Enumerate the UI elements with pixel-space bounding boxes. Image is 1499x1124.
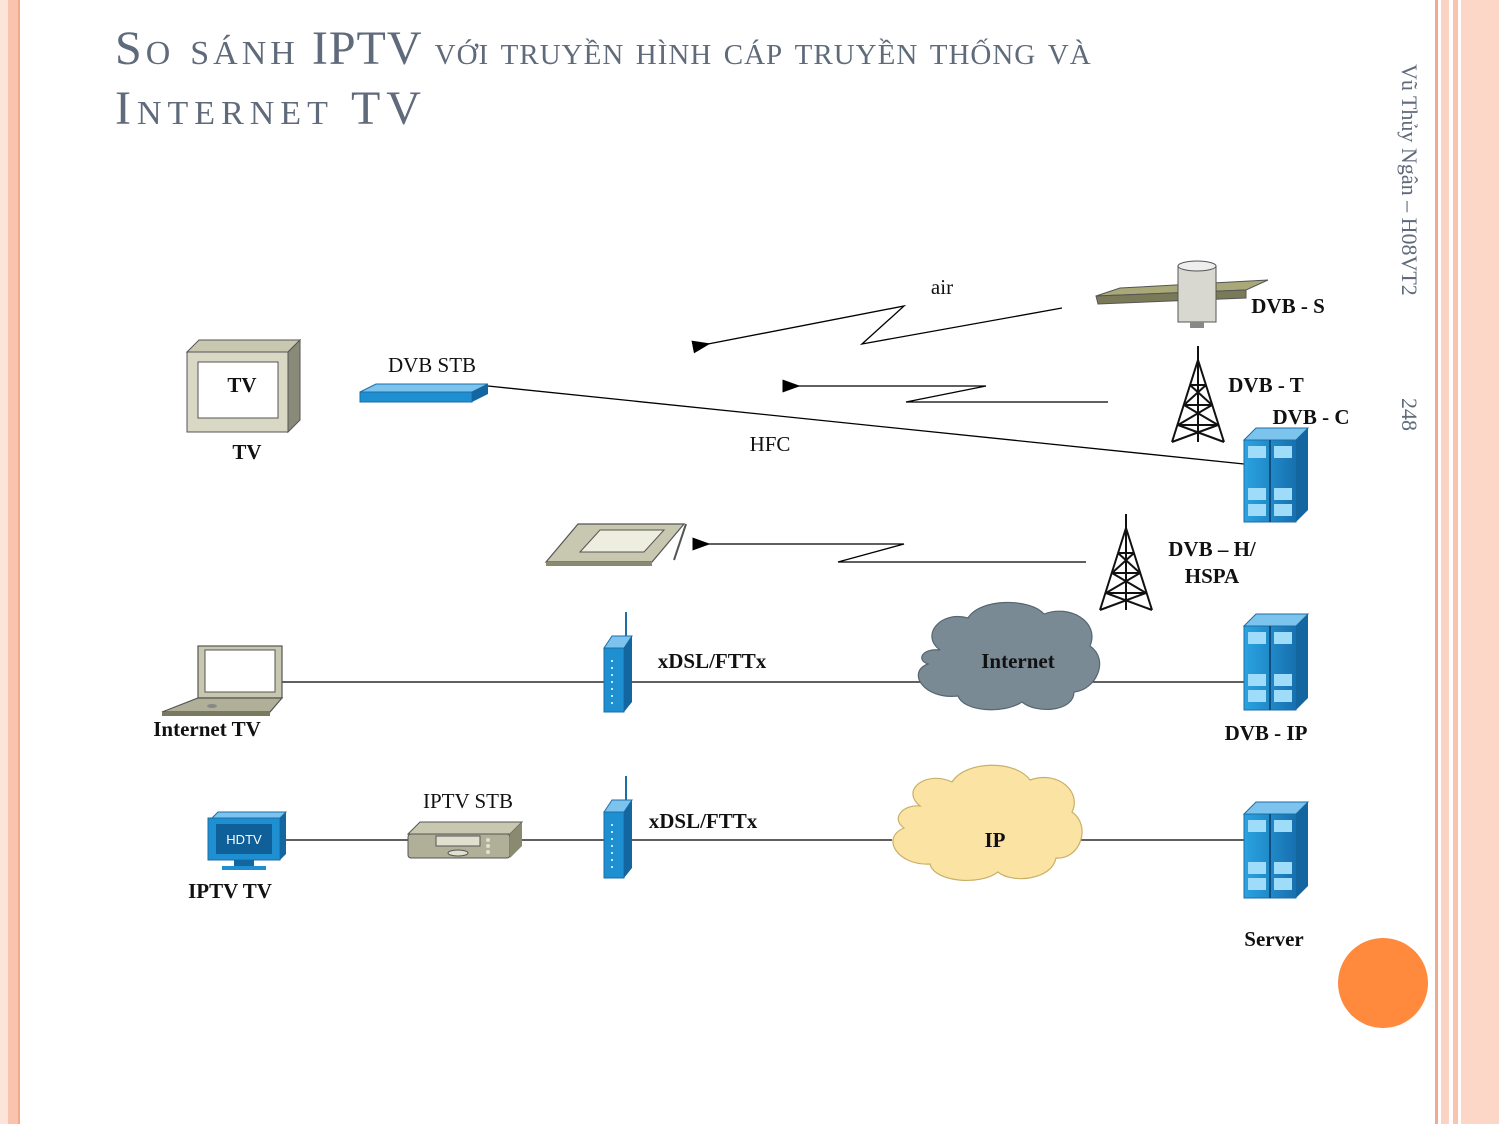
internet-tv-label: Internet TV bbox=[153, 717, 261, 741]
page-title: So sánh IPTV với truyền hình cáp truyền … bbox=[115, 20, 1385, 138]
air-label: air bbox=[931, 275, 953, 299]
air-lightning-mobile bbox=[692, 537, 1086, 563]
dvb-ip-label: DVB - IP bbox=[1225, 721, 1308, 745]
tv-icon: TV bbox=[185, 338, 302, 434]
modem-1-icon bbox=[603, 612, 633, 713]
title-rest-line1: với truyền hình cáp truyền thống và bbox=[434, 28, 1092, 74]
title-line2: Internet TV bbox=[115, 82, 427, 135]
left-border-stripes bbox=[0, 0, 24, 1124]
dvb-s-label: DVB - S bbox=[1251, 294, 1325, 318]
right-border-stripes bbox=[1435, 0, 1499, 1124]
mobile-device-icon bbox=[544, 523, 687, 566]
dvb-t-tower-icon bbox=[1171, 346, 1225, 443]
dvb-c-server-icon bbox=[1242, 427, 1310, 523]
tv-screen-label: TV bbox=[227, 373, 256, 397]
orange-accent-circle bbox=[1338, 938, 1428, 1028]
server-label: Server bbox=[1244, 927, 1303, 951]
dvb-h-tower-icon bbox=[1099, 514, 1153, 611]
xdsl-label-1: xDSL/FTTx bbox=[658, 649, 767, 673]
internet-cloud-label: Internet bbox=[981, 649, 1054, 673]
dvb-c-label: DVB - C bbox=[1273, 405, 1350, 429]
dvb-t-label: DVB - T bbox=[1228, 373, 1303, 397]
dvb-stb-label: DVB STB bbox=[388, 353, 476, 377]
satellite-icon bbox=[1095, 260, 1269, 328]
dvb-h-label-line2: HSPA bbox=[1185, 564, 1240, 588]
title-word-so-sanh: So sánh bbox=[115, 22, 299, 75]
hfc-line bbox=[487, 385, 1245, 465]
iptv-stb-label: IPTV STB bbox=[423, 789, 513, 813]
air-lightning-satellite bbox=[691, 304, 1063, 354]
ip-cloud-label: IP bbox=[985, 828, 1006, 852]
iptv-tv-label: IPTV TV bbox=[188, 879, 272, 903]
air-lightning-terrestrial bbox=[782, 379, 1108, 403]
laptop-icon bbox=[161, 645, 284, 716]
hfc-label: HFC bbox=[750, 432, 791, 456]
dvb-h-label-line1: DVB – H/ bbox=[1168, 537, 1257, 561]
ip-cloud-icon bbox=[892, 764, 1083, 882]
title-word-iptv: IPTV bbox=[311, 22, 422, 75]
iptv-stb-icon bbox=[406, 821, 524, 859]
xdsl-label-2: xDSL/FTTx bbox=[649, 809, 758, 833]
author-footer: Vũ Thủy Ngân – H08VT2 bbox=[1397, 64, 1422, 296]
page-number: 248 bbox=[1397, 398, 1422, 431]
dvb-stb-icon bbox=[359, 383, 489, 403]
dvb-ip-server-icon bbox=[1242, 613, 1310, 711]
modem-2-icon bbox=[603, 776, 633, 879]
internet-cloud-icon bbox=[917, 601, 1101, 711]
server-icon bbox=[1242, 801, 1310, 899]
hdtv-screen-label: HDTV bbox=[226, 832, 262, 847]
hdtv-icon: HDTV bbox=[207, 811, 288, 870]
tv-caption: TV bbox=[232, 440, 261, 464]
